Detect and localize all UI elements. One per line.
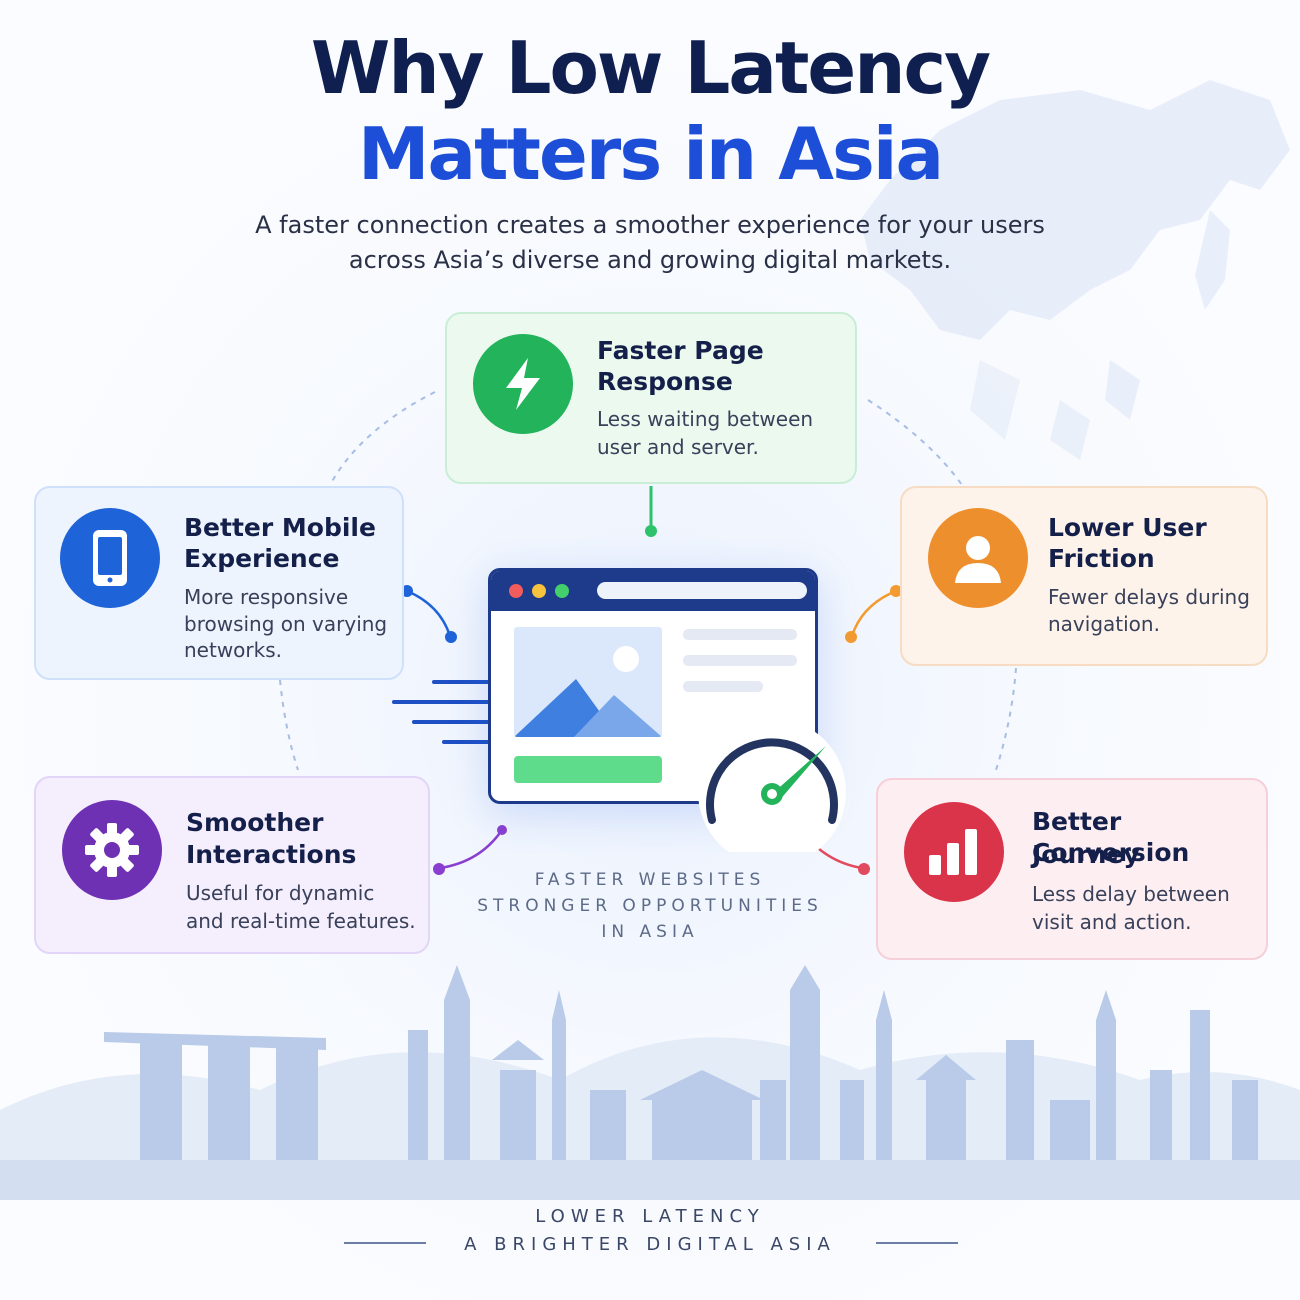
card-faster-page-response: Faster Page Response Less waiting betwee… bbox=[445, 312, 857, 484]
gear-icon bbox=[62, 800, 162, 900]
text-line bbox=[683, 629, 797, 640]
asia-city-skyline-illustration bbox=[0, 965, 1300, 1200]
lightning-bolt-icon bbox=[473, 334, 573, 434]
card-title-line-1: Faster Page bbox=[597, 336, 764, 365]
image-placeholder-icon bbox=[514, 627, 662, 737]
card-title-line-2: Response bbox=[597, 367, 733, 396]
page-title-line-2: Matters in Asia bbox=[357, 112, 944, 196]
user-icon bbox=[928, 508, 1028, 608]
card-title-line-2: Interactions bbox=[186, 840, 357, 869]
card-desc-line-2: visit and action. bbox=[1032, 910, 1192, 934]
card-better-conversion-journey: Better Conversion Journey Less delay bet… bbox=[876, 778, 1268, 960]
card-desc-line-2: navigation. bbox=[1048, 612, 1160, 636]
window-maximize-dot bbox=[555, 584, 569, 598]
center-tagline-line-2: STRONGER OPPORTUNITIES bbox=[477, 896, 823, 916]
card-title-line-1: Lower User bbox=[1048, 513, 1207, 542]
bar-chart-icon bbox=[904, 802, 1004, 902]
card-title-line-2: Experience bbox=[184, 544, 340, 573]
window-minimize-dot bbox=[532, 584, 546, 598]
card-desc-line-1: More responsive bbox=[184, 585, 349, 609]
footer-rule-left bbox=[344, 1242, 426, 1244]
browser-window-icon bbox=[488, 568, 818, 804]
card-desc-line-2: and real-time features. bbox=[186, 909, 416, 933]
speed-lines-icon bbox=[392, 680, 490, 744]
card-smoother-interactions: Smoother Interactions Useful for dynamic… bbox=[34, 776, 430, 954]
card-lower-user-friction: Lower User Friction Fewer delays during … bbox=[900, 486, 1268, 666]
card-title-line-1: Smoother bbox=[186, 808, 324, 837]
card-title-line-1: Better Mobile bbox=[184, 513, 376, 542]
card-better-mobile-experience: Better Mobile Experience More responsive… bbox=[34, 486, 404, 680]
card-title-line-1: Better Conversion bbox=[1032, 807, 1190, 867]
text-line bbox=[683, 681, 763, 692]
subtitle-line-2: across Asia’s diverse and growing digita… bbox=[348, 246, 952, 274]
card-desc-line-2: browsing on varying bbox=[184, 612, 388, 636]
address-bar bbox=[597, 582, 807, 599]
card-desc-line-3: networks. bbox=[184, 638, 282, 662]
page-title-line-1: Why Low Latency bbox=[310, 26, 991, 110]
center-tagline-line-3: IN ASIA bbox=[601, 922, 699, 942]
text-line bbox=[683, 655, 797, 666]
browser-title-bar bbox=[491, 571, 815, 611]
subtitle-line-1: A faster connection creates a smoother e… bbox=[255, 211, 1045, 239]
card-desc-line-1: Useful for dynamic bbox=[186, 881, 375, 905]
card-title-line-2: Journey bbox=[1032, 840, 1140, 869]
card-desc-line-1: Fewer delays during bbox=[1048, 585, 1250, 609]
asia-map-silhouette bbox=[860, 80, 1290, 460]
card-title-line-2: Friction bbox=[1048, 544, 1155, 573]
center-tagline-line-1: FASTER WEBSITES bbox=[534, 870, 766, 890]
footer-line-2: A BRIGHTER DIGITAL ASIA bbox=[464, 1234, 836, 1255]
footer-rule-right bbox=[876, 1242, 958, 1244]
card-desc-line-1: Less waiting between bbox=[597, 407, 814, 431]
card-desc-line-2: user and server. bbox=[597, 435, 759, 459]
card-desc-line-1: Less delay between bbox=[1032, 882, 1230, 906]
footer-line-1: LOWER LATENCY bbox=[535, 1206, 765, 1227]
call-to-action-bar bbox=[514, 756, 662, 783]
window-close-dot bbox=[509, 584, 523, 598]
smartphone-icon bbox=[60, 508, 160, 608]
speedometer-icon bbox=[698, 718, 846, 852]
